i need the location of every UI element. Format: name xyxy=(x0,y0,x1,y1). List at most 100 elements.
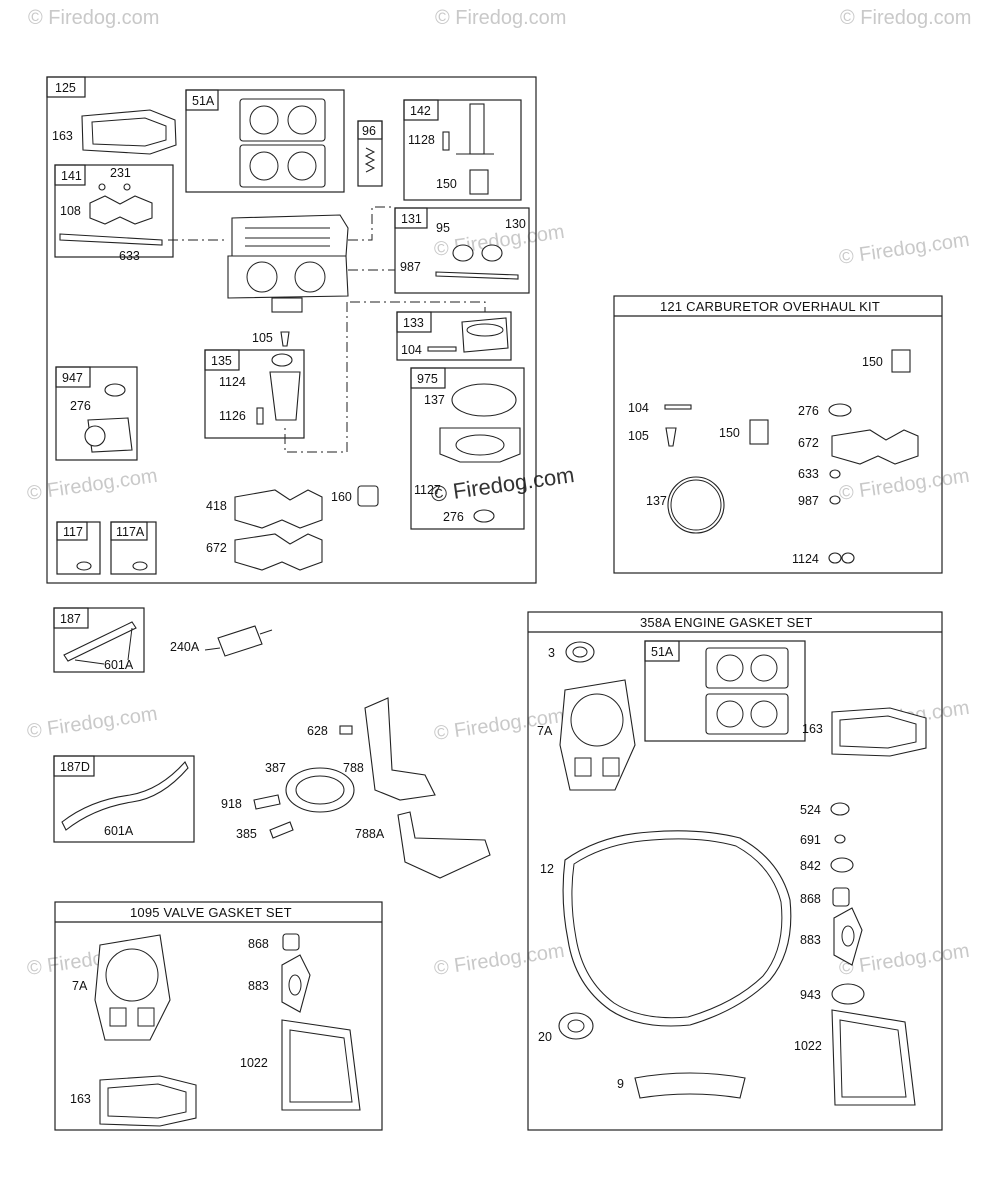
screw-385 xyxy=(269,821,294,839)
callout-1022: 1022 xyxy=(794,1039,822,1053)
callout-51A: 51A xyxy=(192,94,215,108)
choke-shaft xyxy=(435,271,519,280)
callout-137: 137 xyxy=(646,494,667,508)
float-133 xyxy=(461,317,509,353)
gasket-1022 xyxy=(831,1009,916,1106)
callout-868: 868 xyxy=(800,892,821,906)
callout-883: 883 xyxy=(248,979,269,993)
callout-163: 163 xyxy=(802,722,823,736)
callout-142: 142 xyxy=(410,104,431,118)
group-187D xyxy=(53,755,195,843)
fuel-pump-parts: 628 387 918 385 788 788A xyxy=(221,697,491,879)
carburetor-assembly-125: 125 163 51A 96 142 1128 150 141 231 xyxy=(46,76,537,584)
callout-231: 231 xyxy=(110,166,131,180)
bracket-788 xyxy=(364,697,436,801)
callout-160: 160 xyxy=(331,490,352,504)
callout-3: 3 xyxy=(548,646,555,660)
callout-131: 131 xyxy=(401,212,422,226)
watermark: © Firedog.com xyxy=(26,703,159,743)
callout-1022: 1022 xyxy=(240,1056,268,1070)
group-133 xyxy=(396,311,512,361)
callout-276: 276 xyxy=(798,404,819,418)
callout-418: 418 xyxy=(206,499,227,513)
callout-868: 868 xyxy=(248,937,269,951)
bracket-142 xyxy=(469,103,485,155)
gasket-1022 xyxy=(281,1019,361,1111)
watermark: © Firedog.com xyxy=(433,940,566,980)
callout-633: 633 xyxy=(119,249,140,263)
fuel-filter-240A xyxy=(217,625,263,657)
bowl-975 xyxy=(439,427,521,463)
callout-96: 96 xyxy=(362,124,376,138)
group-947 xyxy=(55,366,138,461)
watermark: © Firedog.com xyxy=(435,7,566,29)
group-142 xyxy=(403,99,522,201)
gasket-883 xyxy=(281,954,311,1013)
callout-691: 691 xyxy=(800,833,821,847)
callout-240A: 240A xyxy=(170,640,200,654)
gasket-163 xyxy=(99,1075,197,1127)
callout-box xyxy=(46,76,86,98)
callout-1128: 1128 xyxy=(408,133,435,147)
callout-788: 788 xyxy=(343,761,364,775)
head-gasket-7A xyxy=(559,679,636,791)
callout-385: 385 xyxy=(236,827,257,841)
callout-150: 150 xyxy=(436,177,457,191)
group-51A xyxy=(185,89,345,193)
callout-7A: 7A xyxy=(72,979,88,993)
seal-20 xyxy=(558,1012,594,1040)
callout-947: 947 xyxy=(62,371,83,385)
callout-987: 987 xyxy=(400,260,421,274)
gasket-9 xyxy=(634,1072,746,1099)
callout-187: 187 xyxy=(60,612,81,626)
gasket-672 xyxy=(234,533,323,571)
pin-104 xyxy=(427,346,457,352)
head-gasket-7A xyxy=(94,934,171,1041)
callout-883: 883 xyxy=(800,933,821,947)
crankcase-gasket-12 xyxy=(562,830,792,1027)
group-131 xyxy=(394,207,530,294)
callout-105: 105 xyxy=(628,429,649,443)
group-187 xyxy=(53,607,145,673)
o-ring-137 xyxy=(451,383,517,417)
screw-1128 xyxy=(442,131,450,151)
callout-975: 975 xyxy=(417,372,438,386)
throttle-plate-108 xyxy=(89,195,153,225)
callout-987: 987 xyxy=(798,494,819,508)
group-51A xyxy=(644,640,806,742)
fitting-918 xyxy=(253,794,281,810)
screw-628 xyxy=(339,725,353,735)
callout-672: 672 xyxy=(206,541,227,555)
gasket-51A-bottom xyxy=(239,144,326,188)
kit-title: 121 CARBURETOR OVERHAUL KIT xyxy=(660,299,880,314)
callout-1126: 1126 xyxy=(219,409,246,423)
watermark: © Firedog.com xyxy=(28,7,159,29)
watermark: © Firedog.com xyxy=(838,229,971,269)
callout-1124: 1124 xyxy=(219,375,246,389)
callout-601A: 601A xyxy=(104,658,134,672)
callout-7A: 7A xyxy=(537,724,553,738)
callout-387: 387 xyxy=(265,761,286,775)
callout-842: 842 xyxy=(800,859,821,873)
callout-150: 150 xyxy=(719,426,740,440)
callout-276: 276 xyxy=(70,399,91,413)
callout-524: 524 xyxy=(800,803,821,817)
watermark: © Firedog.com xyxy=(838,465,971,505)
gasket-418 xyxy=(234,489,323,529)
callout-918: 918 xyxy=(221,797,242,811)
needle-105 xyxy=(280,331,290,347)
watermarks: © Firedog.com © Firedog.com © Firedog.co… xyxy=(26,7,972,980)
watermark: © Firedog.com xyxy=(840,7,971,29)
plate-150 xyxy=(469,169,489,195)
callout-1127: 1127 xyxy=(414,483,441,497)
fuel-line-parts: 187 601A 240A 187D 601A xyxy=(53,607,273,843)
callout-788A: 788A xyxy=(355,827,385,841)
callout-133: 133 xyxy=(403,316,424,330)
group-141 xyxy=(54,164,174,258)
callout-51A: 51A xyxy=(651,645,674,659)
gasket-51A-top xyxy=(239,98,326,142)
callout-130: 130 xyxy=(505,217,526,231)
callout-187D: 187D xyxy=(60,760,90,774)
group-975 xyxy=(410,367,525,530)
